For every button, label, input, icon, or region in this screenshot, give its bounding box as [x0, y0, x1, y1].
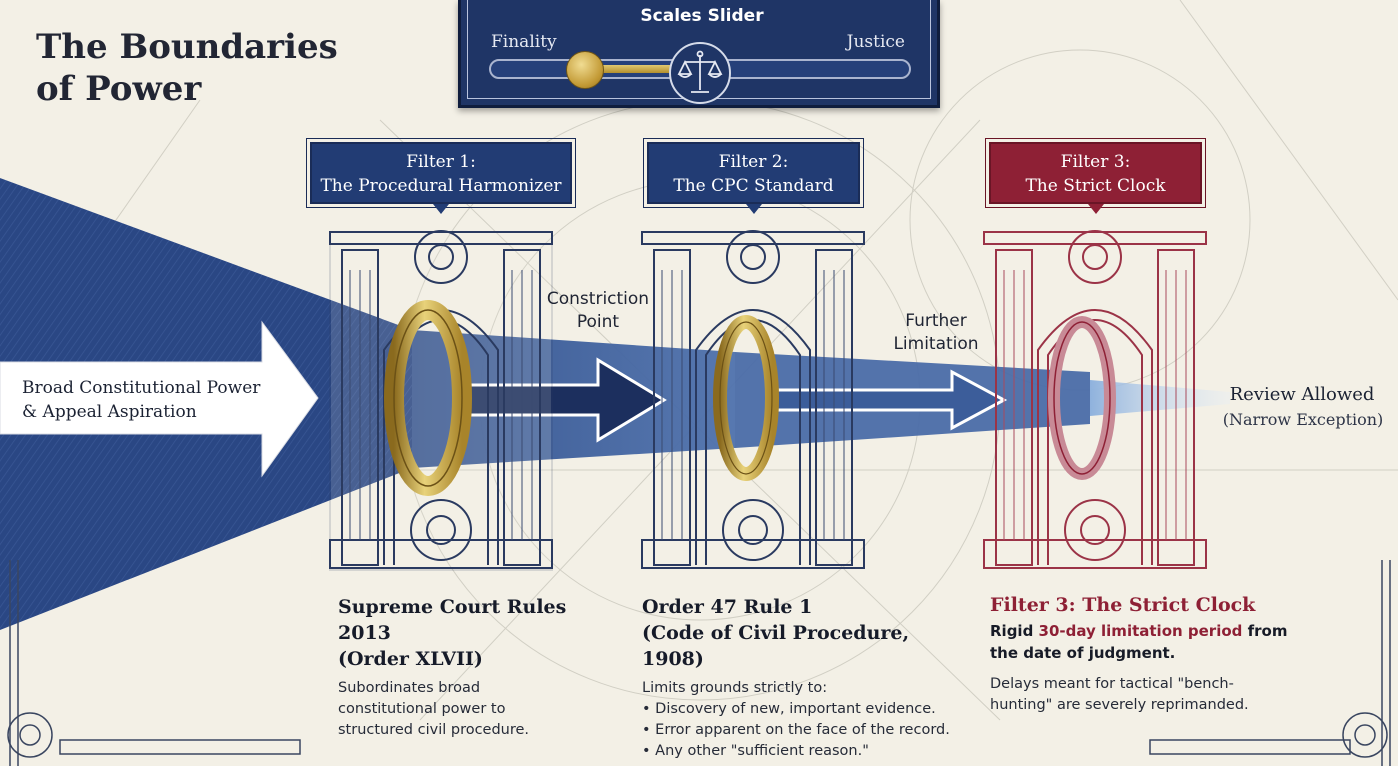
section-3-note-line-2: hunting" are severely reprimanded.	[990, 697, 1249, 713]
scales-of-justice-icon	[669, 42, 731, 104]
filter-1-name: The Procedural Harmonizer	[320, 176, 562, 196]
section-1-title-line-2: (Order XLVII)	[338, 648, 483, 670]
constriction-point-label: Constriction Point	[540, 288, 656, 334]
source-power-line-1: Broad Constitutional Power	[22, 378, 261, 398]
section-1-body: Subordinates broad constitutional power …	[338, 678, 618, 741]
page-title-line-1: The Boundaries	[36, 27, 338, 67]
section-2-title-line-2: (Code of Civil Procedure, 1908)	[642, 622, 910, 670]
corner-ornament-bottom-left	[7, 560, 301, 766]
arrow-icon-1	[453, 357, 667, 443]
section-supreme-court-rules: Supreme Court Rules 2013 (Order XLVII) S…	[338, 594, 618, 741]
slider-left-label: Finality	[491, 32, 557, 52]
slider-right-label: Justice	[846, 32, 905, 52]
filter-2-name: The CPC Standard	[673, 176, 834, 196]
slider-title: Scales Slider	[640, 6, 764, 26]
limitation-rule: Rigid 30-day limitation period from	[990, 620, 1290, 642]
red-ring-3-icon	[1048, 316, 1116, 480]
section-strict-clock: Filter 3: The Strict Clock Rigid 30-day …	[990, 592, 1290, 716]
filter-3-heading: Filter 3:	[1060, 152, 1131, 172]
filter-2-label: Filter 2: The CPC Standard	[643, 138, 864, 214]
limitation-rule-post: from	[1242, 622, 1288, 640]
limitation-period-highlight: 30-day limitation period	[1038, 622, 1243, 640]
grounds-list-item: Discovery of new, important evidence.	[642, 699, 962, 720]
limitation-rule-pre: Rigid	[990, 622, 1039, 640]
arrow-icon-2	[766, 369, 1008, 431]
corner-ornament-bottom-right	[1149, 560, 1391, 766]
narrow-exception-label: (Narrow Exception)	[1222, 410, 1384, 429]
filter-1-heading: Filter 1:	[406, 152, 476, 172]
slider-fill	[577, 65, 677, 73]
section-1-title-line-1: Supreme Court Rules 2013	[338, 596, 567, 644]
section-2-body: Limits grounds strictly to: Discovery of…	[642, 678, 962, 762]
source-power-label: Broad Constitutional Power & Appeal Aspi…	[22, 376, 282, 424]
section-3-body: Delays meant for tactical "bench- huntin…	[990, 674, 1290, 716]
limitation-rule-line-2: the date of judgment.	[990, 644, 1176, 662]
filter-1-label: Filter 1: The Procedural Harmonizer	[306, 138, 576, 214]
section-1-body-line-1: Subordinates broad	[338, 680, 481, 696]
archway-1-illustration	[329, 230, 553, 571]
scales-slider-panel: Scales Slider Finality Justice	[458, 0, 940, 108]
section-2-title-line-1: Order 47 Rule 1	[642, 596, 813, 618]
section-2-intro: Limits grounds strictly to:	[642, 680, 828, 696]
archway-3-illustration	[983, 230, 1207, 569]
filter-2-heading: Filter 2:	[718, 152, 789, 172]
section-1-body-line-2: constitutional power to	[338, 701, 506, 717]
further-limitation-label: Further Limitation	[884, 310, 988, 356]
further-line-2: Limitation	[893, 334, 979, 354]
section-1-body-line-3: structured civil procedure.	[338, 722, 530, 738]
archway-2-illustration	[641, 230, 865, 569]
gold-ring-2-icon	[713, 315, 779, 481]
large-arrow-icon	[0, 320, 319, 478]
slider-thumb[interactable]	[566, 51, 604, 89]
page-title-line-2: of Power	[36, 69, 202, 109]
section-order-47-rule-1: Order 47 Rule 1 (Code of Civil Procedure…	[642, 594, 962, 762]
constriction-line-2: Point	[576, 312, 620, 332]
review-allowed-label: Review Allowed	[1229, 384, 1375, 405]
page-title: The Boundaries of Power	[36, 26, 356, 110]
grounds-list-item: Any other "sufficient reason."	[642, 741, 962, 762]
grounds-list-item: Error apparent on the face of the record…	[642, 720, 962, 741]
further-line-1: Further	[905, 311, 967, 331]
constriction-line-1: Constriction	[546, 289, 650, 309]
section-3-note-line-1: Delays meant for tactical "bench-	[990, 676, 1234, 692]
grounds-list: Discovery of new, important evidence. Er…	[642, 699, 962, 762]
gold-ring-1-icon	[384, 300, 472, 496]
source-power-line-2: & Appeal Aspiration	[22, 402, 197, 422]
section-3-title: Filter 3: The Strict Clock	[990, 594, 1256, 616]
filter-3-label: Filter 3: The Strict Clock	[985, 138, 1206, 214]
filter-3-name: The Strict Clock	[1025, 176, 1166, 196]
